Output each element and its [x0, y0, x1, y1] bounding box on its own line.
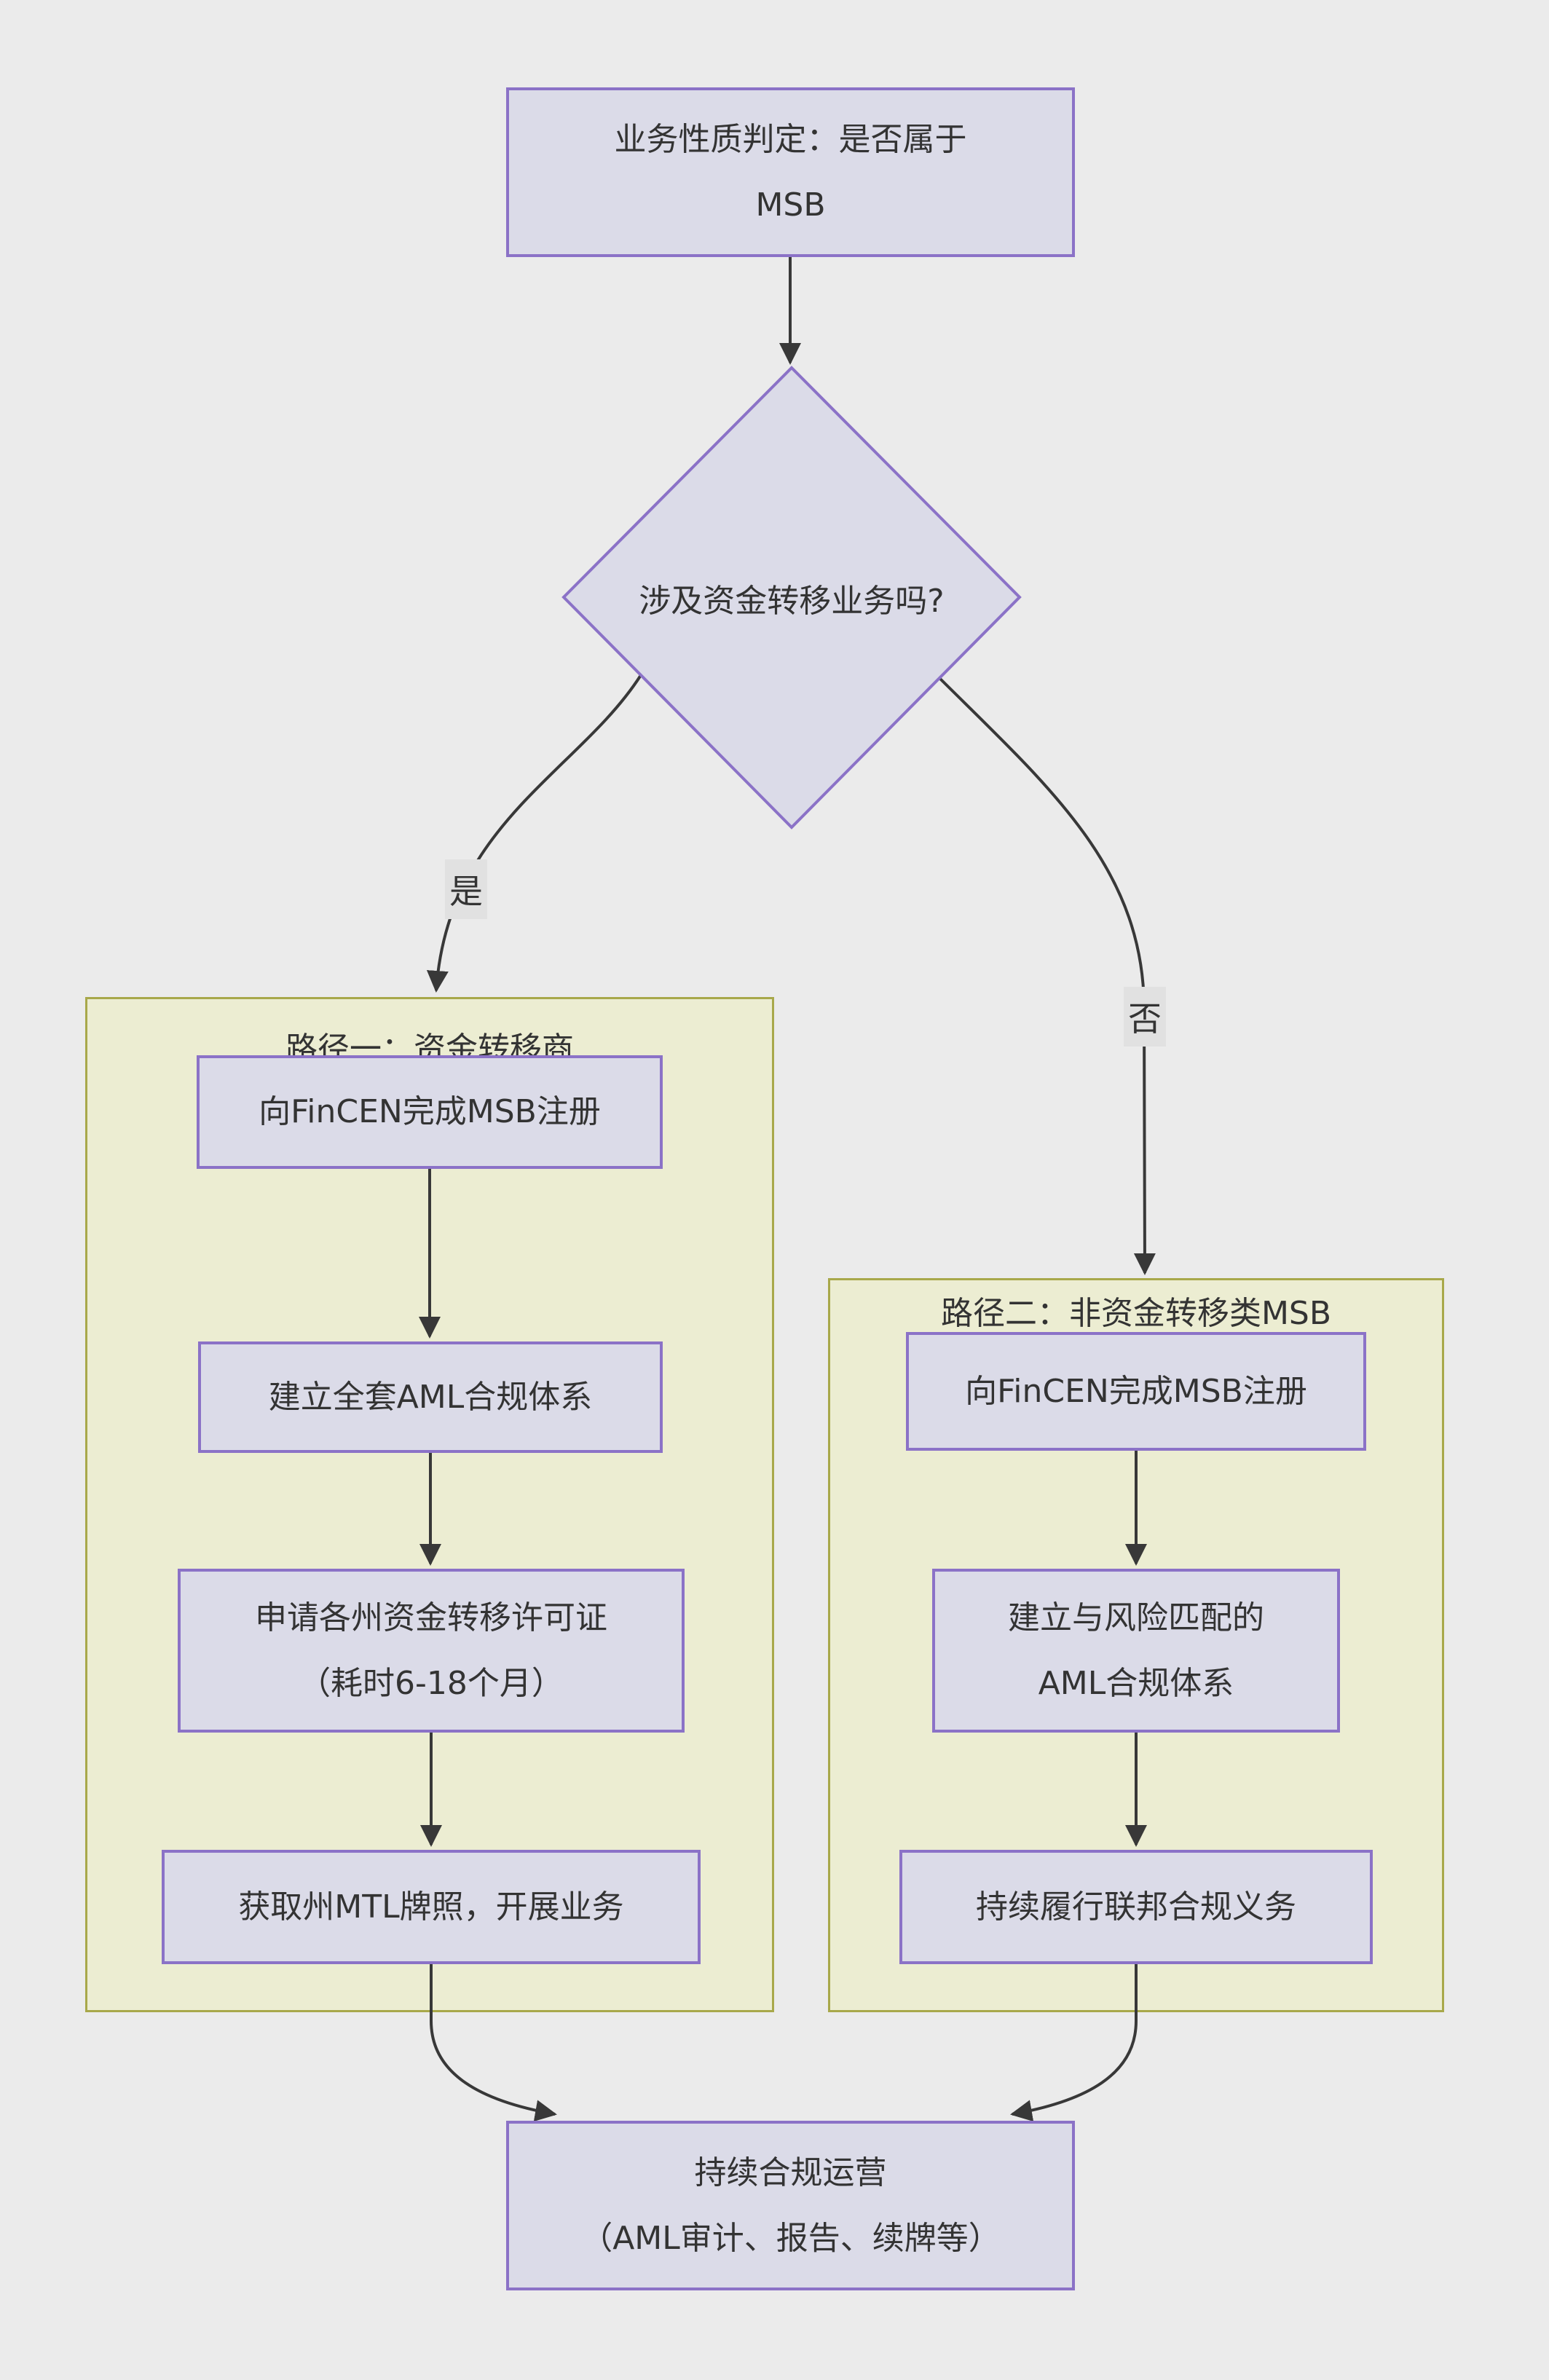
- edge-b3-end: [1010, 1964, 1138, 2122]
- node-b3-federal-compliance: 持续履行联邦合规义务: [899, 1850, 1373, 1964]
- node-a4-mtl-license: 获取州MTL牌照，开展业务: [162, 1850, 701, 1964]
- decision-diamond-shape: [561, 366, 1022, 830]
- node-decision: 涉及资金转移业务吗?: [639, 582, 945, 620]
- node-a3-state-licenses: 申请各州资金转移许可证 （耗时6-18个月）: [178, 1569, 685, 1733]
- edge-decision-no: [938, 677, 1156, 1275]
- node-b1-fincen-register: 向FinCEN完成MSB注册: [906, 1332, 1366, 1451]
- edge-label-yes: 是: [445, 859, 487, 919]
- node-start: 业务性质判定：是否属于 MSB: [506, 87, 1075, 257]
- edge-a4-end: [430, 1964, 557, 2122]
- node-a2-aml-system: 建立全套AML合规体系: [198, 1341, 663, 1453]
- edge-label-no: 否: [1124, 987, 1166, 1047]
- node-end-ongoing-compliance: 持续合规运营 （AML审计、报告、续牌等）: [506, 2121, 1075, 2290]
- edge-decision-yes: [426, 674, 642, 993]
- node-a1-fincen-register: 向FinCEN完成MSB注册: [197, 1055, 663, 1169]
- subgraph-path2-title: 路径二：非资金转移类MSB: [940, 1295, 1332, 1332]
- node-b2-risk-aml: 建立与风险匹配的 AML合规体系: [932, 1569, 1340, 1733]
